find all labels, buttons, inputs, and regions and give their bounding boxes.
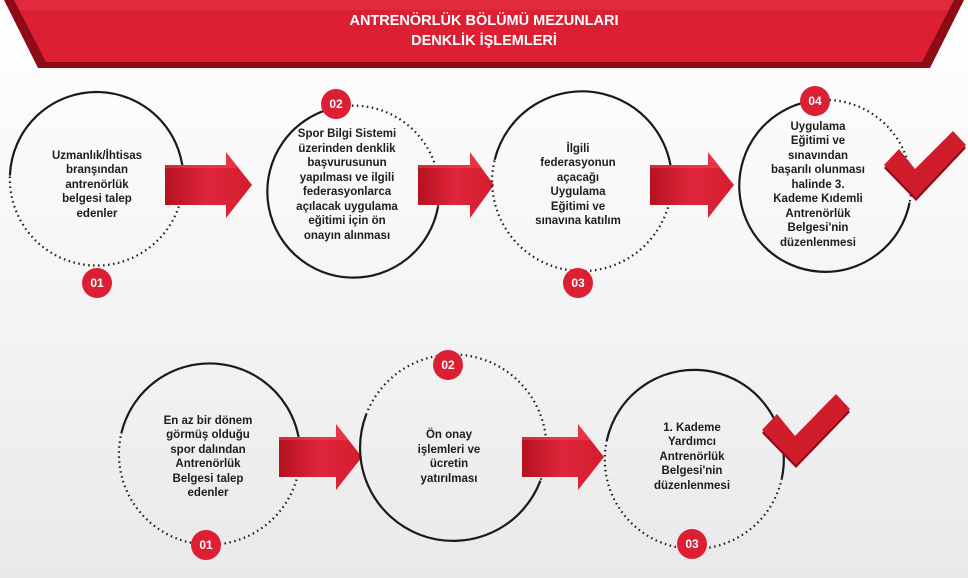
step-badge <box>433 350 463 380</box>
step-ring-dotted <box>603 440 783 550</box>
step-ring-dotted <box>365 353 548 482</box>
step-ring-solid <box>493 90 673 203</box>
step-number: 03 <box>685 537 699 551</box>
bottom-step-1-text: En az bir dönem görmüş olduğu spor dalın… <box>163 414 253 500</box>
header-title-line2: DENKLİK İŞLEMLERİ <box>411 32 557 49</box>
header-banner <box>4 0 964 68</box>
top-step-4-text: Uygulama Eğitimi ve sınavından başarılı … <box>771 120 865 249</box>
step-ring-solid <box>358 414 542 542</box>
check-mark-icon <box>884 131 966 201</box>
header-title-line1: ANTRENÖRLÜK BÖLÜMÜ MEZUNLARI <box>349 12 618 29</box>
arrow-right-icon <box>418 152 494 218</box>
top-step-2: 02 <box>266 89 441 279</box>
step-number: 02 <box>329 97 343 111</box>
flow-bottom-row: 01 02 03 <box>117 350 850 560</box>
step-badge <box>321 89 351 119</box>
top-step-3: 03 <box>491 90 673 298</box>
step-badge <box>191 530 221 560</box>
bottom-step-3-text: 1. Kademe Yardımcı Antrenörlük Belgesi'n… <box>653 421 731 492</box>
step-ring-solid <box>120 362 302 475</box>
step-ring-dotted <box>331 104 441 207</box>
top-step-1: 01 <box>8 91 185 298</box>
step-badge <box>563 268 593 298</box>
step-badge <box>82 268 112 298</box>
arrow-right-icon <box>522 424 604 490</box>
step-badge <box>800 86 830 116</box>
step-number: 03 <box>571 276 585 290</box>
bottom-step-1: 01 <box>117 362 302 560</box>
top-step-2-text: Spor Bilgi Sistemi üzerinden denklik baş… <box>296 128 398 242</box>
bottom-step-2-text: Ön onay işlemleri ve ücretin yatırılması <box>417 429 481 485</box>
step-number: 01 <box>199 538 213 552</box>
step-ring-dotted <box>8 175 185 267</box>
arrow-right-icon <box>165 152 252 218</box>
flow-top-row: 01 02 03 <box>8 86 966 298</box>
step-badge <box>677 529 707 559</box>
check-mark-icon <box>762 394 850 468</box>
arrow-right-icon <box>279 424 362 490</box>
step-number: 04 <box>808 94 822 108</box>
step-number: 01 <box>90 276 104 290</box>
arrow-right-icon <box>650 152 734 218</box>
top-step-4: 04 <box>738 86 913 273</box>
top-step-3-text: İlgili federasyonun açacağı Uygulama Eği… <box>535 142 621 228</box>
step-number: 02 <box>441 358 455 372</box>
top-step-1-text: Uzmanlık/İhtisas branşından antrenörlük … <box>51 149 143 220</box>
step-ring-solid <box>8 91 185 183</box>
step-ring-solid <box>738 100 911 273</box>
step-ring-dotted <box>491 159 671 273</box>
step-ring-solid <box>266 107 440 279</box>
bottom-step-2: 02 <box>358 350 548 542</box>
